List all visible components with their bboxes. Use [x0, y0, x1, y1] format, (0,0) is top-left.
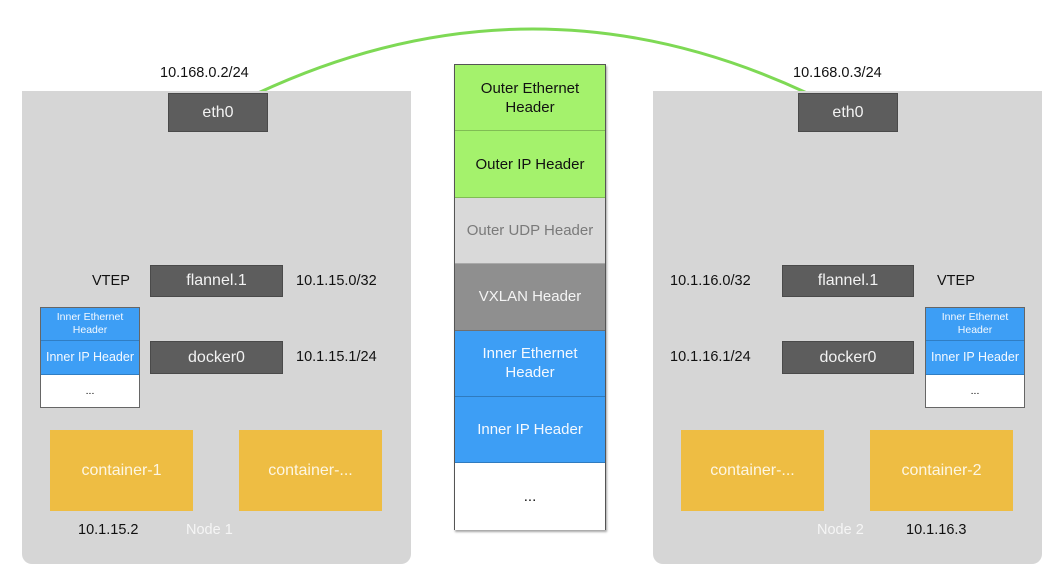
mini-payload: ...	[970, 384, 980, 397]
node-2-docker0[interactable]: docker0	[782, 341, 914, 374]
node-1-container-1-ip: 10.1.15.2	[78, 522, 139, 538]
node-1-container-1[interactable]: container-1	[50, 430, 193, 511]
packet-inner-ethernet-header: Inner Ethernet Header	[455, 330, 605, 397]
node-2-flannel[interactable]: flannel.1	[782, 265, 914, 297]
node-1-flannel-ip: 10.1.15.0/32	[296, 273, 377, 289]
mini-inner-ip-header: Inner IP Header	[926, 341, 1024, 375]
node-2-mini-stack: Inner Ethernet Header Inner IP Header ..…	[925, 307, 1025, 408]
node-2-container-2-ip: 10.1.16.3	[906, 522, 967, 538]
packet-inner-ip-header: Inner IP Header	[455, 396, 605, 464]
node-2-flannel-ip: 10.1.16.0/32	[670, 273, 751, 289]
vxlan-packet: Outer Ethernet Header Outer IP Header Ou…	[454, 64, 606, 530]
eth0-to-eth0-link	[257, 27, 808, 95]
mini-payload: ...	[85, 384, 95, 397]
node-1-mini-stack: Inner Ethernet Header Inner IP Header ..…	[40, 307, 140, 408]
packet-outer-udp-header: Outer UDP Header	[455, 197, 605, 265]
node-2-docker0-ip: 10.1.16.1/24	[670, 349, 751, 365]
node-2-eth0[interactable]: eth0	[798, 93, 898, 132]
packet-outer-ip-header: Outer IP Header	[455, 131, 605, 198]
node-1-label: Node 1	[186, 522, 233, 538]
node-2-eth0-ip: 10.168.0.3/24	[793, 65, 882, 81]
packet-outer-ethernet-header: Outer Ethernet Header	[455, 65, 605, 132]
node-1-flannel[interactable]: flannel.1	[150, 265, 283, 297]
mini-inner-ethernet-header: Inner Ethernet Header	[41, 308, 139, 342]
node-1-docker0[interactable]: docker0	[150, 341, 283, 374]
node-1-eth0[interactable]: eth0	[168, 93, 268, 132]
node-2-container-2[interactable]: container-2	[870, 430, 1013, 511]
node-1-eth0-ip: 10.168.0.2/24	[160, 65, 249, 81]
node-1-vtep-label: VTEP	[92, 273, 130, 289]
node-2-vtep-label: VTEP	[937, 273, 975, 289]
packet-payload: ...	[455, 463, 605, 530]
node-1-docker0-ip: 10.1.15.1/24	[296, 349, 377, 365]
mini-inner-ip-header: Inner IP Header	[41, 341, 139, 375]
node-2-label: Node 2	[817, 522, 864, 538]
packet-vxlan-header: VXLAN Header	[455, 264, 605, 331]
node-1-container-more[interactable]: container-...	[239, 430, 382, 511]
mini-inner-ethernet-header: Inner Ethernet Header	[926, 308, 1024, 342]
node-2-container-more[interactable]: container-...	[681, 430, 824, 511]
